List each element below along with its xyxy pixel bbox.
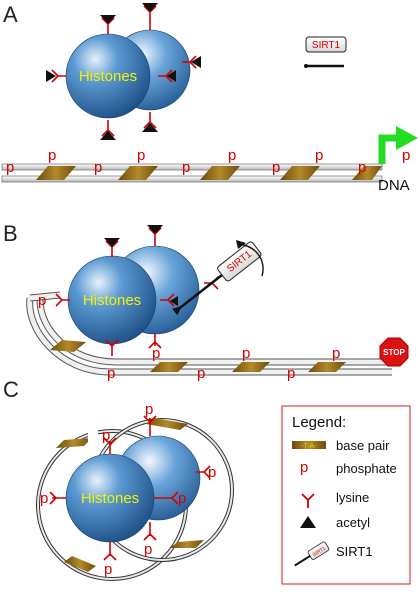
legend-item-lysine: lysine [301, 490, 369, 508]
panel-a-letter: A [3, 2, 18, 27]
phosphate: p [48, 147, 56, 164]
base-pair-icon: -T-A- [292, 441, 326, 450]
sirt1-label-a: SIRT1 [312, 40, 341, 51]
phosphate: p [272, 159, 280, 176]
legend-item-sirt1: SIRT1 SIRT1 [294, 541, 373, 567]
phosphate: p [94, 159, 102, 176]
phosphate: p [332, 345, 340, 362]
lysine-acetyl-tails-a [51, 5, 197, 137]
phosphate: p [104, 561, 112, 578]
histone-label-a: Histones [79, 68, 137, 85]
histone-octamer-a: Histones [46, 3, 201, 140]
dna-strand-a: p p p p p p p p p p DNA [1, 126, 418, 194]
acetyl-marks-b [104, 225, 178, 306]
phosphate: p [315, 147, 323, 164]
legend-label: SIRT1 [336, 544, 373, 559]
stop-label: STOP [383, 348, 405, 357]
phosphates-a: p p p p p p p p p p [6, 147, 410, 176]
lysine-tails-c [49, 415, 211, 561]
histone-label-b: Histones [83, 292, 141, 309]
dna-label: DNA [378, 177, 410, 194]
histone-octamer-b: Histones [55, 225, 219, 356]
legend-item-acetyl: acetyl [300, 515, 370, 530]
dna-strand-b: p p p p p p p [26, 291, 392, 382]
legend-item-base-pair: -T-A- base pair [292, 438, 390, 453]
rotation-arrowhead-icon [236, 240, 246, 249]
base-pairs-c [56, 418, 204, 572]
legend-label: acetyl [336, 515, 370, 530]
panel-c: C Histones [3, 377, 234, 581]
base-pairs-a [36, 166, 382, 180]
promoter-arrow-icon [378, 126, 418, 164]
phosphate: p [145, 401, 153, 418]
phosphate: p [242, 345, 250, 362]
panel-c-letter: C [3, 377, 19, 402]
phosphate: p [40, 490, 48, 507]
legend-item-phosphate: p phosphate [300, 459, 397, 476]
histone-label-c: Histones [81, 490, 139, 507]
phosphate: p [178, 490, 186, 507]
phosphate: p [137, 147, 145, 164]
lysine-icon [301, 493, 315, 508]
phosphates-b: p p p p p p p [38, 292, 340, 382]
base-pairs-b [50, 340, 346, 372]
legend: Legend: -T-A- base pair p phosphate lysi… [281, 405, 411, 585]
phosphate: p [182, 159, 190, 176]
legend-label: phosphate [336, 461, 397, 476]
acetyl-icon [300, 516, 316, 528]
acetyl-marks-a [46, 3, 201, 140]
svg-text:-T-A-: -T-A- [301, 443, 317, 450]
phosphate: p [38, 292, 46, 309]
stop-sign-icon: STOP [379, 337, 409, 367]
panel-a: A Histones [1, 2, 418, 194]
histone-octamer-c: Histones p p p p p p p [40, 401, 216, 578]
phosphate: p [402, 147, 410, 164]
legend-label: lysine [336, 490, 369, 505]
phosphate: p [197, 365, 205, 382]
phosphates-c: p p p p p p p [40, 401, 216, 578]
phosphate: p [287, 365, 295, 382]
panel-b-letter: B [3, 221, 18, 246]
phosphate: p [144, 541, 152, 558]
legend-label: base pair [336, 438, 390, 453]
phosphate: p [102, 427, 110, 444]
phosphate: p [228, 147, 236, 164]
phosphate: p [152, 345, 160, 362]
sirt1-enzyme-a: SIRT1 [304, 36, 347, 68]
phosphate-icon: p [300, 459, 308, 476]
phosphate: p [208, 464, 216, 481]
phosphate: p [358, 159, 366, 176]
phosphate: p [107, 365, 115, 382]
legend-title: Legend: [292, 414, 346, 431]
panel-b: B p p p p p p p [3, 221, 409, 382]
phosphate: p [6, 159, 14, 176]
